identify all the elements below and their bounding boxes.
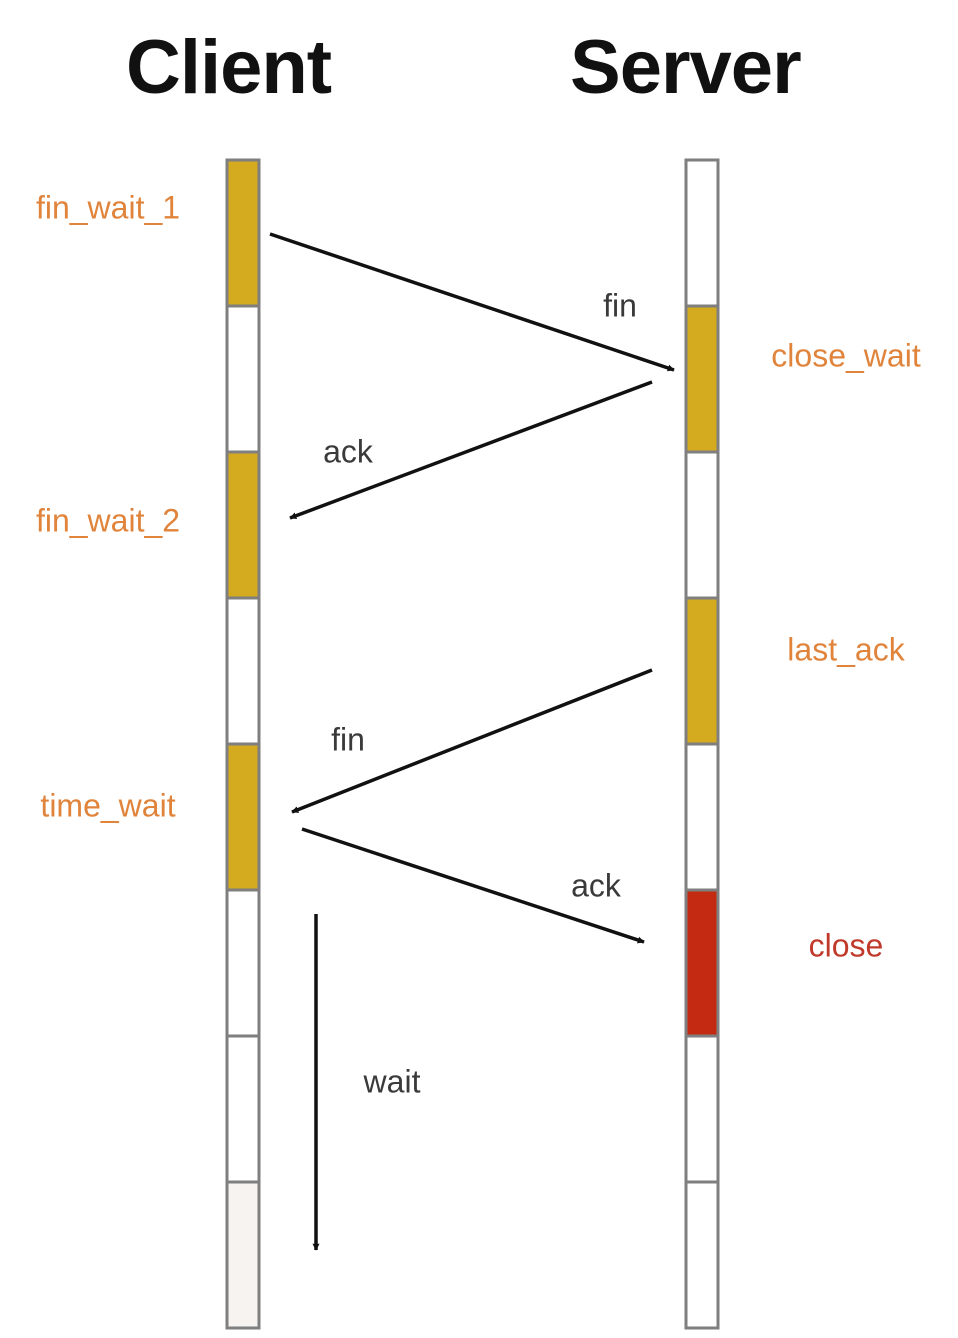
- ack-message-1-label: ack: [323, 433, 374, 469]
- client-segment-active: [225, 450, 261, 600]
- server-segment-active: [684, 304, 720, 454]
- ack-message-1-arrow: [289, 380, 653, 520]
- client-state-labels: fin_wait_1 fin_wait_2 time_wait: [36, 189, 180, 823]
- client-segment-idle: [225, 1034, 261, 1184]
- message-arrows: fin ack fin ack: [269, 232, 675, 944]
- server-segment-active: [684, 596, 720, 746]
- time-wait-label: time_wait: [40, 787, 175, 823]
- wait-label: wait: [363, 1063, 421, 1099]
- client-segment-idle: [225, 304, 261, 454]
- server-segment-idle: [684, 1034, 720, 1184]
- server-segment-idle: [684, 158, 720, 308]
- fin-wait-1-label: fin_wait_1: [36, 189, 180, 225]
- close-label: close: [809, 927, 884, 963]
- server-segment-closed: [684, 888, 720, 1038]
- client-segment-idle: [225, 888, 261, 1038]
- client-segment-active: [225, 158, 261, 308]
- server-timeline: [684, 158, 720, 1330]
- server-header: Server: [570, 25, 802, 110]
- fin-wait-2-label: fin_wait_2: [36, 502, 180, 538]
- client-segment-active: [225, 742, 261, 892]
- close-wait-label: close_wait: [771, 337, 921, 373]
- last-ack-label: last_ack: [787, 631, 905, 667]
- wait-indicator: wait: [312, 914, 421, 1251]
- client-segment-faded: [225, 1180, 261, 1330]
- client-header: Client: [126, 25, 332, 110]
- fin-message-1-arrow: [269, 232, 675, 372]
- server-segment-idle: [684, 450, 720, 600]
- client-timeline: [225, 158, 261, 1330]
- server-segment-idle: [684, 1180, 720, 1330]
- client-segment-idle: [225, 596, 261, 746]
- ack-message-2-label: ack: [571, 867, 622, 903]
- server-segment-idle: [684, 742, 720, 892]
- fin-message-2-label: fin: [331, 721, 365, 757]
- fin-message-2-arrow: [291, 668, 653, 814]
- fin-message-1-label: fin: [603, 287, 637, 323]
- ack-message-2-arrow: [301, 827, 645, 944]
